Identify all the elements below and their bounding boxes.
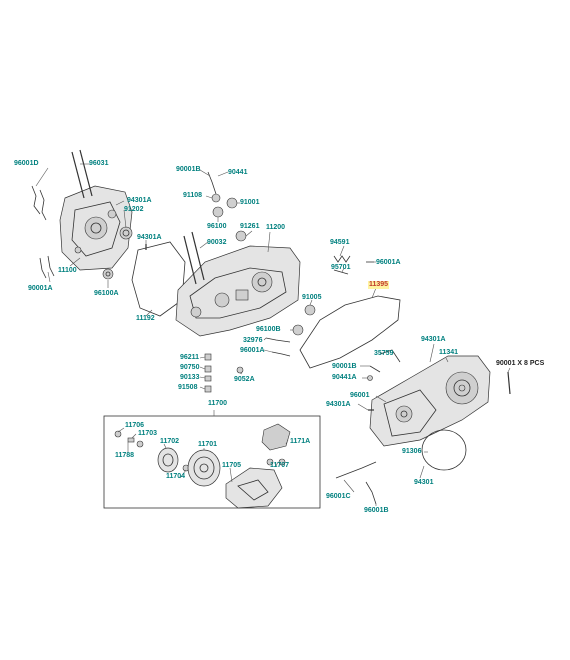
part-label-11788: 11788 bbox=[115, 452, 135, 459]
part-label-11341: 11341 bbox=[439, 349, 459, 356]
gasket-11395 bbox=[299, 295, 401, 369]
bearing-96100A bbox=[102, 268, 114, 280]
part-label-96001B: 96001B bbox=[364, 507, 389, 514]
part-label-91261: 91261 bbox=[240, 223, 260, 230]
part-label-11707: 11707 bbox=[270, 462, 290, 469]
part-label-96211: 96211 bbox=[180, 354, 200, 361]
part-label-11705: 11705 bbox=[222, 462, 242, 469]
left-crankcase bbox=[59, 185, 133, 271]
washer-91108 bbox=[211, 193, 221, 203]
part-label-96100: 96100 bbox=[207, 223, 227, 230]
part-label-11703: 11703 bbox=[138, 430, 158, 437]
part-label-90441: 90441 bbox=[228, 169, 248, 176]
seal-91261 bbox=[235, 230, 247, 242]
part-label-11192: 11192 bbox=[136, 315, 155, 322]
part-label-96001: 96001 bbox=[350, 392, 370, 399]
part-label-90001B: 90001B bbox=[332, 363, 357, 370]
part-label-94301A: 94301A bbox=[127, 197, 152, 204]
part-label-96001C: 96001C bbox=[326, 493, 351, 500]
part-label-11700: 11700 bbox=[208, 400, 228, 407]
part-label-91001: 91001 bbox=[240, 199, 260, 206]
part-label-90750: 90750 bbox=[180, 364, 200, 371]
part-label-96001A: 96001A bbox=[376, 259, 401, 266]
starter-group-box bbox=[103, 415, 321, 509]
part-label-9052A: 9052A bbox=[234, 376, 255, 383]
bearing-96100 bbox=[212, 206, 224, 218]
part-label-90032: 90032 bbox=[207, 239, 227, 246]
bolt-lower-1 bbox=[39, 257, 47, 279]
part-label-11701: 11701 bbox=[198, 441, 218, 448]
part-label-95701: 95701 bbox=[331, 264, 351, 271]
part-label-35759: 35759 bbox=[374, 350, 394, 357]
stud-bolt-2 bbox=[79, 149, 93, 197]
part-label-11100: 11100 bbox=[58, 267, 77, 274]
part-label-91202: 91202 bbox=[124, 206, 144, 213]
part-label-94301: 94301 bbox=[414, 479, 434, 486]
part-label-1171A: 1171A bbox=[290, 438, 311, 445]
part-label-11200: 11200 bbox=[266, 224, 286, 231]
part-label-90001-x8: 90001 X 8 PCS bbox=[496, 360, 545, 367]
part-label-91508: 91508 bbox=[178, 384, 198, 391]
leader-lines bbox=[35, 163, 511, 506]
part-label-90001B: 90001B bbox=[176, 166, 201, 173]
stud-bolt-1 bbox=[71, 151, 85, 199]
part-label-94301A: 94301A bbox=[326, 401, 351, 408]
part-label-96001D: 96001D bbox=[14, 160, 39, 167]
part-label-94301A: 94301A bbox=[137, 234, 162, 241]
right-crankcase bbox=[175, 245, 301, 337]
part-label-96001A: 96001A bbox=[240, 347, 265, 354]
part-label-91306: 91306 bbox=[402, 448, 422, 455]
part-label-91108: 91108 bbox=[183, 192, 203, 199]
gasket-11192 bbox=[131, 241, 186, 317]
part-label-11395: 11395 bbox=[368, 281, 390, 289]
bolt-left-2 bbox=[39, 189, 47, 221]
part-label-96100B: 96100B bbox=[256, 326, 281, 333]
seal-91202 bbox=[119, 226, 133, 240]
bolt-left-1 bbox=[31, 185, 41, 215]
right-cover bbox=[369, 355, 491, 447]
part-label-90133: 90133 bbox=[180, 374, 200, 381]
part-label-90441A: 90441A bbox=[332, 374, 357, 381]
part-label-11704: 11704 bbox=[166, 473, 186, 480]
part-label-32976: 32976 bbox=[243, 337, 263, 344]
part-label-94591: 94591 bbox=[330, 239, 350, 246]
seal-91001 bbox=[226, 197, 238, 209]
part-label-94301A: 94301A bbox=[421, 336, 446, 343]
gasket-91306 bbox=[421, 429, 467, 471]
part-label-11706: 11706 bbox=[125, 422, 145, 429]
part-label-91005: 91005 bbox=[302, 294, 322, 301]
part-label-96100A: 96100A bbox=[94, 290, 119, 297]
part-label-11702: 11702 bbox=[160, 438, 180, 445]
bolt-lower-2 bbox=[47, 255, 55, 277]
part-label-90001A: 90001A bbox=[28, 285, 53, 292]
part-label-96031: 96031 bbox=[89, 160, 109, 167]
